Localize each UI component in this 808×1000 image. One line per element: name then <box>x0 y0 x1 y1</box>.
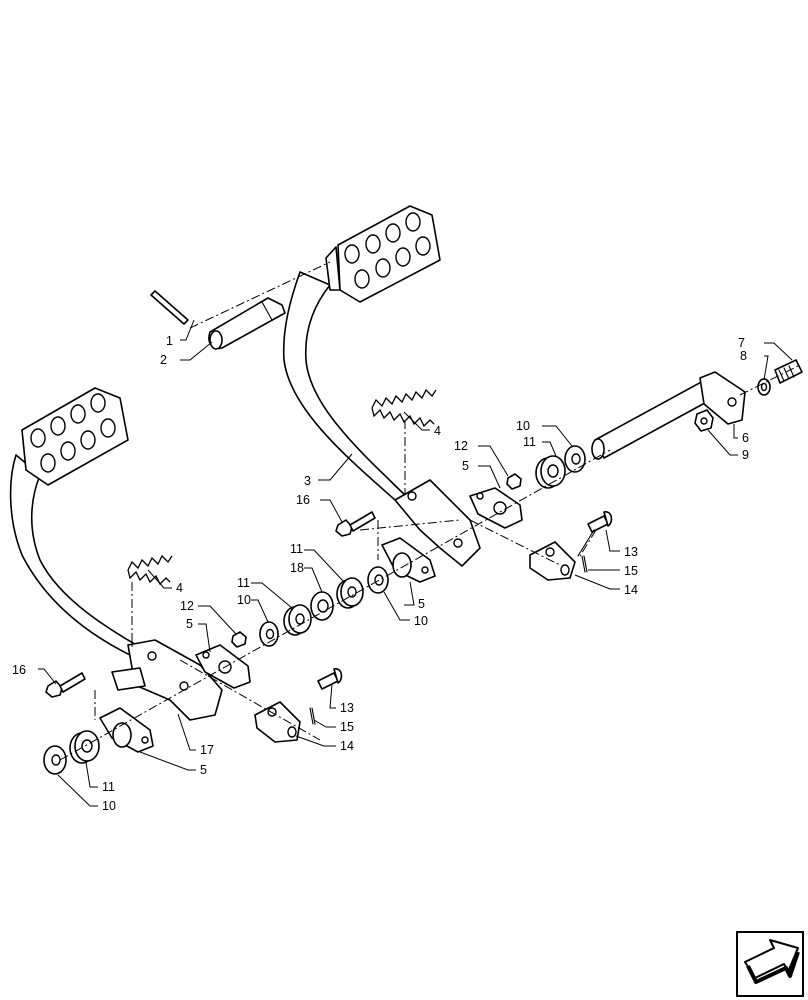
pin-part-13-left <box>317 668 343 690</box>
callout-13-left: 13 <box>340 701 354 715</box>
callout-15-right: 15 <box>624 564 638 578</box>
callout-5-upper-right: 5 <box>462 459 469 473</box>
callout-6: 6 <box>742 431 749 445</box>
bushing-part-11-mid-left <box>283 604 312 636</box>
callout-4-lower: 4 <box>176 581 183 595</box>
bolt-part-16-upper <box>335 511 376 537</box>
callout-11-upper-right: 11 <box>523 435 536 449</box>
callout-5-mid: 5 <box>418 597 425 611</box>
next-page-arrow-icon[interactable] <box>736 931 804 997</box>
callout-2: 2 <box>160 353 167 367</box>
callout-14-right: 14 <box>624 583 638 597</box>
callout-18: 18 <box>290 561 304 575</box>
cotter-part-15-left <box>309 707 316 725</box>
spring-upper <box>371 388 437 428</box>
nut-part-9 <box>694 409 714 432</box>
callout-16-lower: 16 <box>12 663 26 677</box>
pin-part-1 <box>150 290 189 325</box>
callout-10-upper-right: 10 <box>516 419 530 433</box>
callout-4-upper: 4 <box>434 424 441 438</box>
callout-8: 8 <box>740 349 747 363</box>
callout-11-mid: 11 <box>290 542 303 556</box>
callout-14-left: 14 <box>340 739 354 753</box>
spacer-part-18 <box>310 591 334 621</box>
washer-part-10-upper-right <box>564 445 586 473</box>
callout-labels: 1 2 3 4 4 16 16 12 5 10 11 7 8 6 9 13 15… <box>12 334 749 813</box>
callout-11-mid-left: 11 <box>237 576 250 590</box>
callout-3: 3 <box>304 474 311 488</box>
pedal-arm-left <box>9 454 223 721</box>
bushing-part-11-mid <box>336 577 364 609</box>
callout-12-lower: 12 <box>180 599 194 613</box>
nut-part-12-upper-right <box>506 473 522 490</box>
shaft-part-2 <box>208 297 286 350</box>
cross-shaft-part-6 <box>591 371 746 460</box>
cotter-part-15-right <box>581 555 588 573</box>
callout-16-upper: 16 <box>296 493 310 507</box>
callout-5-lower: 5 <box>186 617 193 631</box>
nut-part-12-lower <box>231 631 247 648</box>
callout-13-right: 13 <box>624 545 638 559</box>
callout-15-left: 15 <box>340 720 354 734</box>
callout-10-mid: 10 <box>414 614 428 628</box>
callout-10-mid-left: 10 <box>237 593 251 607</box>
callout-12-upper: 12 <box>454 439 468 453</box>
bolt-part-7 <box>774 359 803 384</box>
leader-lines <box>38 319 793 807</box>
callout-17: 17 <box>200 743 214 757</box>
washer-part-10-bottom <box>43 745 67 775</box>
callout-11-bottom: 11 <box>102 780 115 794</box>
pedal-pad-left <box>21 387 129 486</box>
bolt-part-16-lower <box>45 672 86 698</box>
lever-part-5-upper-right <box>469 487 523 529</box>
callout-5-bottom: 5 <box>200 763 207 777</box>
bushing-part-11-bottom <box>69 730 100 764</box>
pin-part-13-right <box>577 511 613 557</box>
bushing-part-11-upper-right <box>535 455 566 489</box>
pedal-arm-right <box>282 271 481 567</box>
callout-10-bottom: 10 <box>102 799 116 813</box>
washer-part-10-mid <box>367 566 389 594</box>
washer-part-8 <box>757 378 771 396</box>
lever-part-5-bottom <box>99 707 154 753</box>
lever-part-5-mid <box>381 537 436 583</box>
pedal-pad-right <box>325 205 441 303</box>
callout-7: 7 <box>738 336 745 350</box>
callout-9: 9 <box>742 448 749 462</box>
clevis-part-14-left <box>254 701 301 743</box>
spring-lower <box>127 554 173 586</box>
callout-1: 1 <box>166 334 173 348</box>
